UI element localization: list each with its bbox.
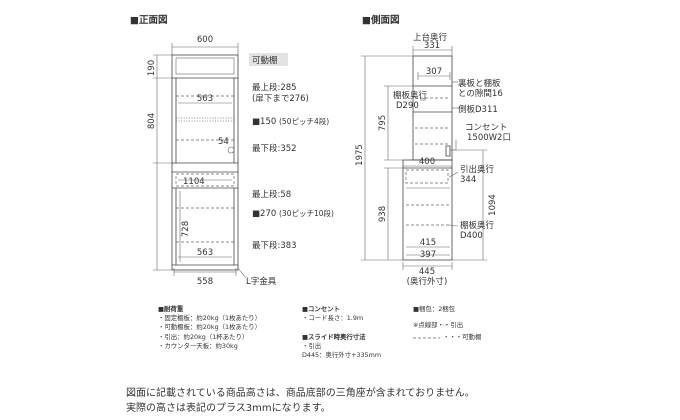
front-shelf-specs: 最上段:285 (扉下まで276) ■150 (50ピッチ4段) 最下段:352… — [252, 82, 334, 251]
front-view: ■正面図 600 190 804 — [130, 15, 334, 287]
side-height-dimensions: 1975 795 938 1094 — [355, 55, 498, 261]
spec-packages: ■梱包：2梱包 — [413, 305, 455, 314]
l-bracket-label: L字金具 — [246, 276, 277, 287]
side-view-heading: ■側面図 — [362, 14, 399, 26]
side-right-labels: 裏板と棚板 との隙間16 側板D311 コンセント 1500W2口 引出奥行 3… — [448, 78, 511, 241]
upper-shelf-top-label: 最上段:285 — [252, 82, 297, 93]
top-inner-label: 307 — [426, 67, 442, 77]
side-outlet-box — [445, 145, 451, 157]
spec-load-line: ・カウンター天板：約30kg — [158, 341, 238, 350]
spec-packages-text: ■梱包：2梱包 — [413, 305, 456, 313]
front-upper-shelves: 563 — [176, 94, 234, 141]
spec-slide-title: ■スライド時奥行寸法 — [302, 333, 366, 341]
spec-slide-line: D445：奥行外寸+335mm — [302, 351, 382, 360]
height-note-line-2: 実際の高さは表記のプラス3mmになります。 — [126, 403, 331, 414]
lower-shelf-depth-heading: 棚板奥行 — [460, 220, 495, 231]
outlet-symbol-icon — [227, 146, 235, 154]
front-body-height-label: 804 — [147, 113, 157, 129]
movable-shelf-tag-bg — [249, 53, 288, 66]
outlet-label: コンセント — [465, 123, 508, 133]
upper-pitch-label: ■150 — [252, 117, 276, 127]
front-lower-shelves: 728 563 — [176, 191, 234, 262]
front-height-dimensions: 190 804 — [147, 54, 172, 271]
front-base-width-label: 558 — [197, 277, 213, 287]
spec-slide: ■スライド時奥行寸法 ・引出 D445：奥行外寸+335mm — [302, 333, 381, 361]
legend-line-2: ・・・可動棚 — [443, 333, 482, 342]
front-cabinet-outline — [171, 54, 239, 271]
drawer-depth-heading: 引出奥行 — [460, 164, 495, 175]
front-width-dimension: 600 — [171, 35, 239, 56]
upper-shelf-top-sub-label: (扉下まで276) — [252, 93, 309, 104]
front-outlet-dim-label: 54 — [218, 137, 229, 147]
spec-load-line: ・引出：約20kg（1杯あたり） — [158, 332, 249, 341]
bottom-total-note: (奥行外寸) — [407, 276, 448, 287]
lower-pitch-sub-label: (30ピッチ10段) — [279, 208, 334, 218]
bottom-total-label: 445 — [419, 267, 435, 277]
total-height-label: 1975 — [355, 144, 365, 166]
upper-pitch-sub-label: (50ピッチ4段) — [279, 116, 329, 126]
front-top-height-label: 190 — [147, 60, 157, 76]
shelf-depth-heading: 棚板奥行 — [393, 90, 428, 101]
lower-height-label: 938 — [378, 206, 388, 222]
front-view-heading: ■正面図 — [130, 15, 167, 26]
front-drawer: 1104 — [175, 173, 235, 187]
movable-shelf-tag: 可動棚 — [252, 55, 278, 66]
front-width-label: 600 — [197, 35, 213, 45]
spec-legend: ※点線部・・引出 ・・・可動棚 — [413, 321, 481, 342]
spec-load-title: ■耐荷重 — [158, 305, 184, 313]
front-outlet: 54 — [218, 137, 235, 154]
lower-pitch-label: ■270 — [252, 209, 276, 219]
front-lower-height-label: 728 — [181, 221, 191, 237]
lower-shelf-depth-label: D400 — [460, 231, 483, 241]
upper-height-label: 795 — [378, 115, 388, 131]
spec-outlet: ■コンセント ・コード長さ：1.9m — [302, 305, 363, 323]
side-view: ■側面図 上台奥行 331 307 — [355, 14, 511, 339]
mid-depth-label: 400 — [419, 157, 435, 167]
gap-label-line-2: との隙間16 — [458, 88, 503, 99]
outlet-spec-label: 1500W2口 — [467, 133, 511, 143]
gap-label-line-1: 裏板と棚板 — [458, 78, 501, 89]
spec-slide-line: ・引出 — [302, 342, 322, 351]
top-depth-heading: 上台奥行 — [413, 32, 448, 43]
bottom-inner-label-1: 415 — [420, 238, 436, 248]
side-bottom-dimensions: 415 397 445 (奥行外寸) — [402, 238, 453, 287]
legend-line-1: ※点線部・・引出 — [413, 321, 464, 329]
spec-load-line: ・固定棚板：約20kg（1枚あたり） — [158, 314, 262, 323]
lower-shelf-top-label: 最上段:58 — [252, 189, 291, 200]
spec-outlet-line: ・コード長さ：1.9m — [302, 314, 364, 323]
front-lower-shelf-width-label: 563 — [197, 248, 213, 258]
side-cabinet-outline: 307 — [402, 55, 453, 261]
spec-load: ■耐荷重 ・固定棚板：約20kg（1枚あたり） ・可動棚板：約20kg（1枚あた… — [158, 305, 261, 351]
lower-total-height-label: 1094 — [488, 194, 498, 216]
spec-outlet-title: ■コンセント — [302, 305, 340, 313]
drawer-depth-label: 344 — [460, 175, 476, 185]
front-drawer-inner-label: 1104 — [183, 177, 205, 187]
spec-load-line: ・可動棚板：約20kg（1枚あたり） — [158, 323, 262, 332]
shelf-depth-label: D290 — [396, 101, 419, 111]
lower-shelf-bottom-label: 最下段:383 — [252, 240, 297, 251]
front-shelf-width-label: 563 — [197, 94, 213, 104]
front-base-dimension: 558 L字金具 — [173, 267, 277, 287]
top-depth-label: 331 — [424, 41, 440, 51]
height-note-line-1: 図面に記載されている商品高さは、商品底部の三角座が含まれておりません。 — [126, 388, 475, 399]
side-depth-label: 側板D311 — [458, 104, 498, 115]
bottom-inner-label-2: 397 — [420, 250, 436, 260]
upper-shelf-bottom-label: 最下段:352 — [252, 143, 297, 154]
